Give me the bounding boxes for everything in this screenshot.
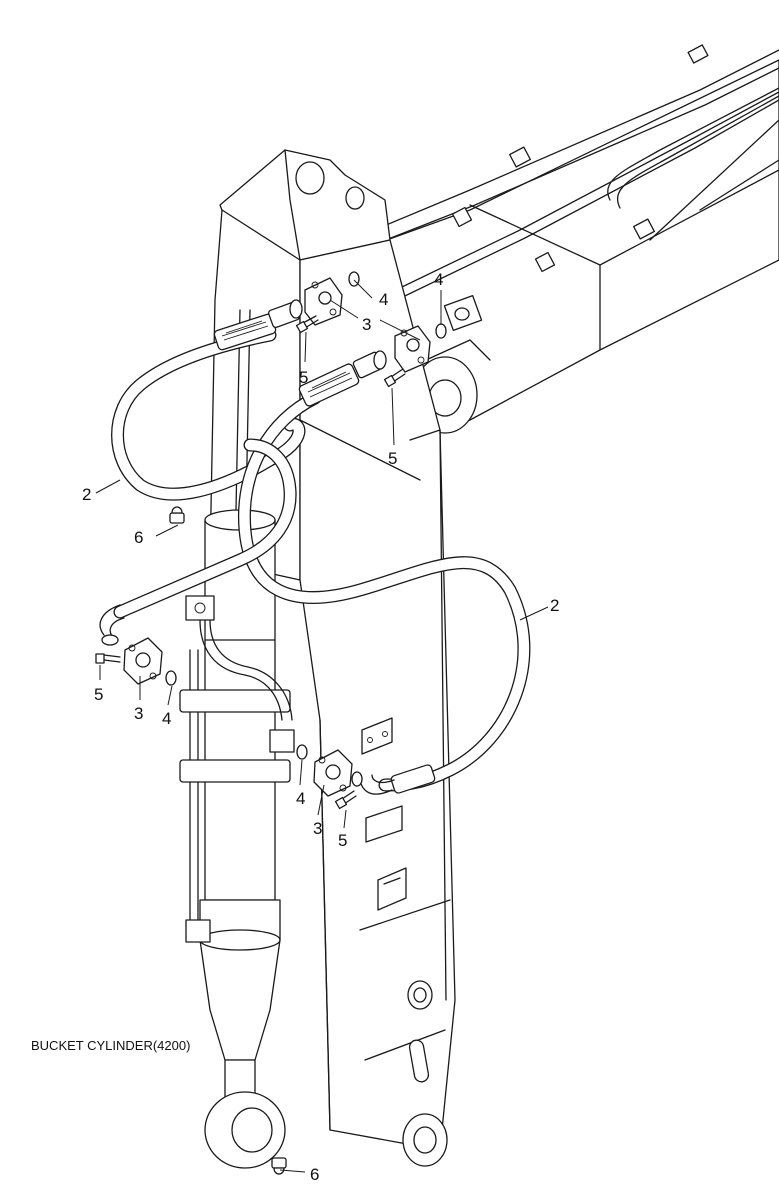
hose-lower-right [237,350,531,795]
callout-flange-upper-a: 3 [362,315,371,334]
hose-left-run [99,438,297,646]
callout-hose-upper-left: 2 [82,485,91,504]
callouts: 2 2 3 3 3 3 4 4 4 4 5 5 5 5 6 6 BUCKET C… [31,270,559,1184]
o-ring-lower-left [165,670,177,686]
arm-structure [209,149,456,1167]
callout-flange-lower-mid: 3 [313,819,322,838]
callout-bolt-lower-left: 5 [94,685,103,704]
callout-bolt-upper-a: 5 [299,368,308,387]
bucket-cylinder-caption: BUCKET CYLINDER(4200) [31,1038,190,1053]
bolt-upper-b [383,368,406,388]
callout-o-ring-lower-mid: 4 [296,789,305,808]
callout-bolt-upper-b: 5 [388,449,397,468]
o-ring-lower-mid [296,744,308,760]
split-flange-upper-b [394,325,431,373]
split-flange-lower-mid [313,749,353,797]
callout-o-ring-upper-b: 4 [434,270,443,289]
callout-grease-nipple-lower: 6 [310,1165,319,1184]
bucket-cylinder [179,509,295,1169]
split-flange-lower-left [123,637,163,685]
bolt-upper-a [295,315,319,334]
o-ring-upper-b [435,323,447,339]
callout-flange-lower-left: 3 [134,704,143,723]
bolt-lower-mid [334,790,357,810]
bolt-lower-left [95,653,121,664]
callout-o-ring-lower-left: 4 [162,709,171,728]
grease-nipple-upper [169,506,185,524]
grease-nipple-lower [271,1157,287,1175]
callout-grease-nipple-upper: 6 [134,528,143,547]
callout-o-ring-upper-a: 4 [379,290,388,309]
callout-bolt-lower-mid: 5 [338,831,347,850]
leader-lines [95,279,549,1173]
callout-hose-lower-right: 2 [550,596,559,615]
split-flange-upper-a [304,277,343,326]
